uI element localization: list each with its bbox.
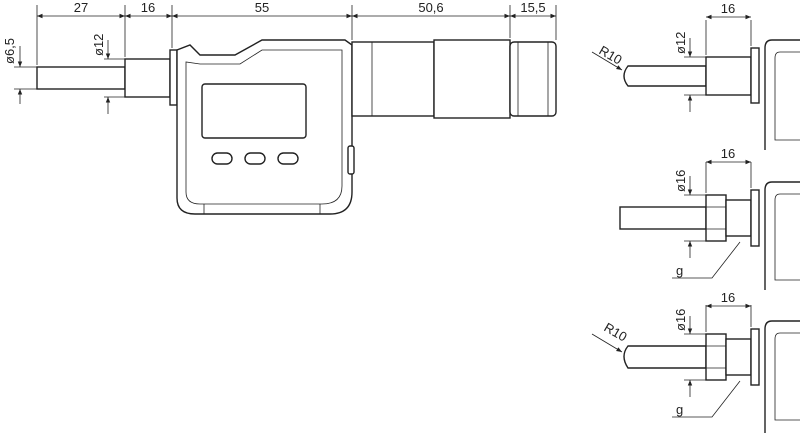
lcd-display <box>201 83 307 139</box>
threaded-round-dim-length: 16 <box>721 290 735 305</box>
main-micrometer-view: 27 16 55 50,6 15,5 ø6,5 ø12 <box>2 0 557 215</box>
dim-label-16: 16 <box>141 0 155 15</box>
body-inner-outline <box>185 49 343 205</box>
threaded-round-sleeve <box>725 338 752 376</box>
threaded-round-clamp <box>750 328 760 386</box>
round-tip-spindle <box>705 56 752 96</box>
threaded-stem <box>619 206 707 230</box>
threaded-round-body-edge <box>764 320 800 433</box>
threaded-body-inner <box>774 193 800 281</box>
round-tip-body-edge <box>764 39 800 150</box>
clamp-ring <box>169 49 178 106</box>
threaded-nut <box>705 194 727 242</box>
threaded-label-g: g <box>676 263 683 278</box>
threaded-round-stem <box>623 345 707 369</box>
threaded-round-body-inner <box>774 332 800 421</box>
round-tip-dim-radius: R10 <box>597 43 625 68</box>
round-tip-dim-length: 16 <box>721 1 735 16</box>
threaded-body-edge <box>764 181 800 290</box>
button-right <box>277 152 299 165</box>
threaded-clamp <box>750 189 760 247</box>
dim-label-55: 55 <box>255 0 269 15</box>
round-tip-stem <box>623 65 707 87</box>
sleeve <box>351 41 435 117</box>
threaded-round-dim-diameter: ø16 <box>673 309 688 331</box>
measuring-stem <box>36 66 126 90</box>
dim-label-spindle-diameter: ø12 <box>91 34 106 56</box>
threaded-dim-diameter: ø16 <box>673 170 688 192</box>
thimble <box>433 39 511 119</box>
spindle <box>124 58 171 98</box>
threaded-leader <box>672 241 741 279</box>
button-middle <box>244 152 266 165</box>
dim-label-stem-diameter: ø6,5 <box>2 38 17 64</box>
dim-label-50-6: 50,6 <box>418 0 443 15</box>
dim-label-27: 27 <box>74 0 88 15</box>
detail-threaded: 16 ø16 g <box>619 146 800 290</box>
threaded-round-dim-radius: R10 <box>602 320 630 345</box>
threaded-round-leader <box>672 380 741 418</box>
round-tip-dim-diameter: ø12 <box>673 32 688 54</box>
threaded-round-nut <box>705 333 727 381</box>
ratchet <box>509 41 557 117</box>
threaded-dim-length: 16 <box>721 146 735 161</box>
threaded-sleeve <box>725 199 752 237</box>
top-dimension-chain: 27 16 55 50,6 15,5 <box>36 0 557 65</box>
stem-diameter-dimension: ø6,5 <box>2 38 37 104</box>
round-tip-body-inner <box>774 51 800 141</box>
dim-label-15-5: 15,5 <box>520 0 545 15</box>
button-left <box>211 152 233 165</box>
spindle-diameter-dimension: ø12 <box>91 34 125 114</box>
threaded-round-label-g: g <box>676 402 683 417</box>
detail-threaded-round: 16 ø16 R10 g <box>591 290 800 433</box>
round-tip-clamp <box>750 47 760 104</box>
detail-round-tip: 16 ø12 R10 <box>591 1 800 150</box>
side-knob <box>347 145 355 175</box>
